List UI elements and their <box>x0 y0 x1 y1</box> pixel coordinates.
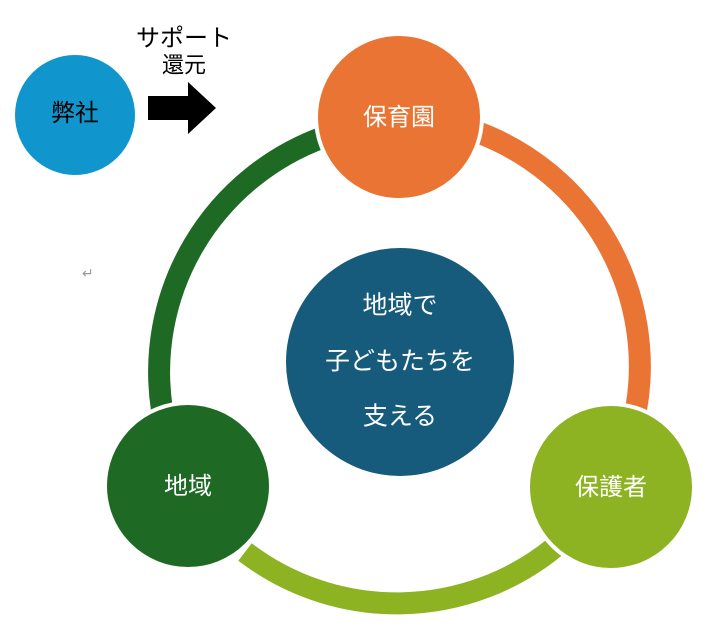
arc-parents-to-community <box>238 538 562 615</box>
node-nursery: 保育園 <box>314 32 484 202</box>
return-mark-icon: ↵ <box>82 266 94 282</box>
arrow-label-line1: サポート <box>136 24 232 52</box>
center-message: 地域で 子どもたちを 支える <box>286 248 514 476</box>
arc-community-to-nursery <box>148 126 328 412</box>
node-parents-label: 保護者 <box>575 473 647 501</box>
node-community: 地域 <box>103 401 273 571</box>
center-line1: 地域で <box>362 291 437 320</box>
company-label: 弊社 <box>51 99 99 127</box>
center-line3: 支える <box>363 402 437 431</box>
node-parents: 保護者 <box>526 402 696 572</box>
node-nursery-label: 保育園 <box>363 103 435 131</box>
arc-nursery-to-parents <box>473 121 651 412</box>
center-line2: 子どもたちを <box>325 347 475 376</box>
arrow-label-line2: 還元 <box>162 54 206 79</box>
node-community-label: 地域 <box>164 472 212 500</box>
support-arrow: サポート 還元 <box>136 24 232 134</box>
company-node: 弊社 <box>15 55 135 175</box>
right-arrow-icon <box>148 82 216 134</box>
